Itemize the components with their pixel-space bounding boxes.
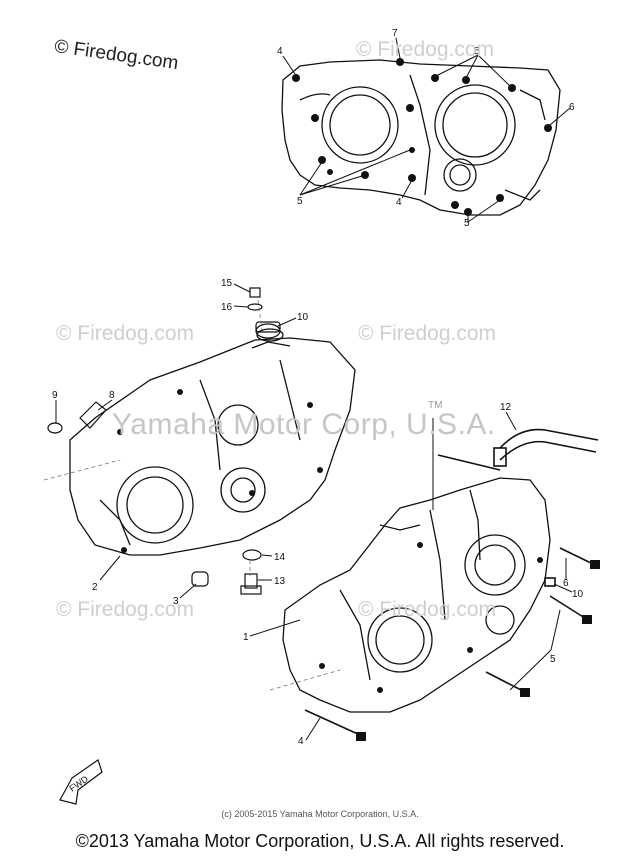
- top-crankcase-view: [281, 59, 561, 216]
- callout-4: 4: [396, 197, 402, 208]
- footer-copyright: ©2013 Yamaha Motor Corporation, U.S.A. A…: [75, 831, 565, 851]
- left-crankcase-half: [69, 328, 356, 556]
- fwd-arrow-icon: FWD: [59, 759, 103, 805]
- callout-1: 1: [243, 632, 249, 643]
- callout-4: 4: [298, 736, 304, 747]
- left-leaders: [55, 283, 301, 637]
- callout-4: 4: [277, 46, 283, 57]
- right-crankcase-half: [282, 477, 551, 713]
- callout-10: 10: [297, 312, 309, 323]
- right-fastener-heads: [356, 560, 600, 741]
- left-small-parts: [47, 287, 281, 595]
- top-view-leaders: [282, 37, 571, 223]
- callout-5: 5: [297, 196, 303, 207]
- callout-12: 12: [500, 402, 512, 413]
- firedog-watermark: © Firedog.com: [358, 322, 497, 345]
- callout-9: 9: [52, 390, 58, 401]
- right-fasteners: [304, 428, 599, 736]
- callout-labels: 4 7 5 6 5 4 5 15 16 10 9 8 2 3 14 13 1 1…: [52, 28, 584, 747]
- firedog-watermark: © Firedog.com: [56, 322, 195, 345]
- callout-3: 3: [173, 596, 179, 607]
- yamaha-watermark: Yamaha Motor Corp, U.S.A.: [112, 408, 496, 441]
- firedog-watermark: © Firedog.com: [356, 38, 495, 61]
- callout-14: 14: [274, 552, 286, 563]
- left-half-bolts: [117, 389, 323, 553]
- right-leaders: [305, 411, 573, 741]
- callout-8: 8: [109, 390, 115, 401]
- trademark-mark: TM: [428, 400, 443, 411]
- callout-2: 2: [92, 582, 98, 593]
- callout-6: 6: [569, 102, 575, 113]
- callout-15: 15: [221, 278, 233, 289]
- small-copyright: (c) 2005-2015 Yamaha Motor Corporation, …: [221, 809, 419, 819]
- callout-16: 16: [221, 302, 233, 313]
- firedog-watermark: © Firedog.com: [358, 598, 497, 621]
- right-half-bolts: [319, 542, 543, 693]
- callout-5: 5: [550, 654, 556, 665]
- callout-13: 13: [274, 576, 286, 587]
- callout-7: 7: [392, 28, 398, 39]
- firedog-watermark: © Firedog.com: [56, 598, 195, 621]
- top-view-bolts: [292, 58, 552, 216]
- callout-6: 6: [563, 578, 569, 589]
- callout-5: 5: [464, 218, 470, 229]
- alignment-lines: [43, 299, 341, 691]
- callout-5: 5: [474, 46, 480, 57]
- callout-10: 10: [572, 589, 584, 600]
